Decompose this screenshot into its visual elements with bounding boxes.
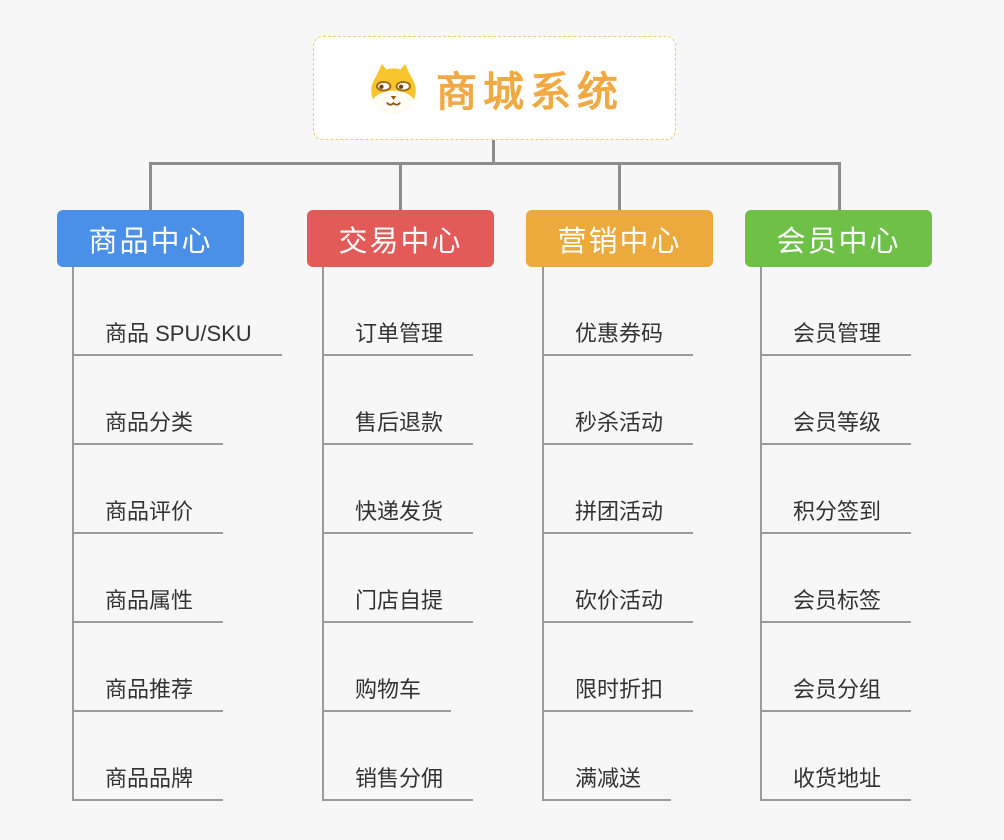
leaf-node[interactable]: 门店自提 bbox=[322, 588, 474, 623]
branch-children-member-center: 会员管理 会员等级 积分签到 会员标签 会员分组 收货地址 bbox=[760, 267, 912, 801]
leaf-row: 会员标签 bbox=[760, 534, 912, 623]
leaf-node[interactable]: 商品属性 bbox=[72, 588, 224, 623]
leaf-row: 商品评价 bbox=[72, 445, 282, 534]
leaf-row: 秒杀活动 bbox=[542, 356, 694, 445]
leaf-row: 优惠券码 bbox=[542, 267, 694, 356]
connector-branch-1 bbox=[149, 162, 152, 210]
leaf-node[interactable]: 商品评价 bbox=[72, 499, 224, 534]
leaf-row: 拼团活动 bbox=[542, 445, 694, 534]
leaf-node[interactable]: 秒杀活动 bbox=[542, 410, 694, 445]
connector-branch-4 bbox=[838, 162, 841, 210]
leaf-node[interactable]: 售后退款 bbox=[322, 410, 474, 445]
leaf-node[interactable]: 收货地址 bbox=[760, 766, 912, 801]
leaf-row: 商品推荐 bbox=[72, 623, 282, 712]
leaf-node[interactable]: 会员等级 bbox=[760, 410, 912, 445]
leaf-node[interactable]: 商品 SPU/SKU bbox=[72, 321, 282, 356]
leaf-row: 会员等级 bbox=[760, 356, 912, 445]
leaf-node[interactable]: 拼团活动 bbox=[542, 499, 694, 534]
leaf-node[interactable]: 会员标签 bbox=[760, 588, 912, 623]
leaf-node[interactable]: 限时折扣 bbox=[542, 677, 694, 712]
branch-children-product-center: 商品 SPU/SKU 商品分类 商品评价 商品属性 商品推荐 商品品牌 bbox=[72, 267, 282, 801]
branch-children-trade-center: 订单管理 售后退款 快递发货 门店自提 购物车 销售分佣 bbox=[322, 267, 474, 801]
leaf-row: 积分签到 bbox=[760, 445, 912, 534]
leaf-node[interactable]: 订单管理 bbox=[322, 321, 474, 356]
leaf-row: 商品分类 bbox=[72, 356, 282, 445]
root-node-title: 商城系统 bbox=[436, 69, 624, 115]
leaf-row: 购物车 bbox=[322, 623, 473, 712]
leaf-row: 销售分佣 bbox=[322, 712, 474, 801]
leaf-node[interactable]: 优惠券码 bbox=[542, 321, 694, 356]
leaf-row: 售后退款 bbox=[322, 356, 474, 445]
branch-node-trade-center[interactable]: 交易中心 bbox=[307, 210, 494, 267]
leaf-node[interactable]: 砍价活动 bbox=[542, 588, 694, 623]
branch-label: 商品中心 bbox=[88, 225, 213, 258]
leaf-row: 限时折扣 bbox=[542, 623, 694, 712]
leaf-node[interactable]: 会员管理 bbox=[760, 321, 912, 356]
leaf-node[interactable]: 商品推荐 bbox=[72, 677, 224, 712]
leaf-node[interactable]: 销售分佣 bbox=[322, 766, 474, 801]
leaf-node[interactable]: 商品品牌 bbox=[72, 766, 224, 801]
leaf-row: 会员管理 bbox=[760, 267, 912, 356]
branch-node-member-center[interactable]: 会员中心 bbox=[745, 210, 932, 267]
leaf-node[interactable]: 快递发货 bbox=[322, 499, 474, 534]
connector-branch-3 bbox=[618, 162, 621, 210]
branch-label: 营销中心 bbox=[557, 225, 682, 258]
leaf-row: 收货地址 bbox=[760, 712, 912, 801]
root-node[interactable]: 商城系统 bbox=[313, 36, 676, 140]
leaf-row: 满减送 bbox=[542, 712, 693, 801]
leaf-row: 商品属性 bbox=[72, 534, 282, 623]
leaf-node[interactable]: 会员分组 bbox=[760, 677, 912, 712]
shiba-dog-icon bbox=[371, 63, 416, 113]
leaf-node[interactable]: 积分签到 bbox=[760, 499, 912, 534]
leaf-row: 商品 SPU/SKU bbox=[72, 267, 282, 356]
leaf-row: 会员分组 bbox=[760, 623, 912, 712]
leaf-row: 砍价活动 bbox=[542, 534, 694, 623]
branch-node-product-center[interactable]: 商品中心 bbox=[57, 210, 244, 267]
leaf-row: 订单管理 bbox=[322, 267, 474, 356]
branch-children-marketing-center: 优惠券码 秒杀活动 拼团活动 砍价活动 限时折扣 满减送 bbox=[542, 267, 694, 801]
connector-root-stub bbox=[492, 140, 495, 164]
connector-horizontal-bus bbox=[149, 162, 841, 165]
branch-label: 交易中心 bbox=[338, 225, 463, 258]
leaf-node[interactable]: 商品分类 bbox=[72, 410, 224, 445]
connector-branch-2 bbox=[399, 162, 402, 210]
branch-label: 会员中心 bbox=[776, 225, 901, 258]
leaf-row: 快递发货 bbox=[322, 445, 474, 534]
leaf-row: 商品品牌 bbox=[72, 712, 282, 801]
leaf-row: 门店自提 bbox=[322, 534, 474, 623]
branch-node-marketing-center[interactable]: 营销中心 bbox=[526, 210, 713, 267]
leaf-node[interactable]: 购物车 bbox=[322, 677, 452, 712]
leaf-node[interactable]: 满减送 bbox=[542, 766, 672, 801]
